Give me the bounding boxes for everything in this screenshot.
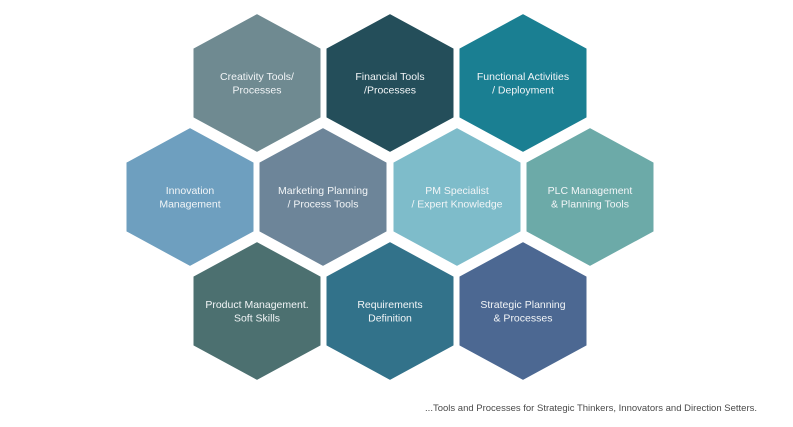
hexagon-product-management: Product Management.Soft Skills (191, 239, 323, 383)
hexagon-label-line: Strategic Planning (480, 299, 565, 311)
hexagon-strategic-planning: Strategic Planning& Processes (457, 239, 589, 383)
hexagon-label-line: & Processes (494, 312, 553, 324)
hexagon-functional-activities: Functional Activities/ Deployment (457, 11, 589, 155)
hexagon-plc-management: PLC Management& Planning Tools (524, 125, 656, 269)
hexagon-label-line: PM Specialist (425, 185, 489, 197)
hexagon-marketing-planning: Marketing Planning/ Process Tools (257, 125, 389, 269)
hexagon-creativity-tools: Creativity Tools/Processes (191, 11, 323, 155)
hexagon-pm-specialist: PM Specialist/ Expert Knowledge (391, 125, 523, 269)
hexagon-label-line: PLC Management (548, 185, 633, 197)
diagram-caption: ...Tools and Processes for Strategic Thi… (425, 403, 757, 414)
hexagon-financial-tools: Financial Tools/Processes (324, 11, 456, 155)
hexagon-label-line: Definition (368, 312, 412, 324)
hexagon-label: Creativity Tools/Processes (220, 71, 294, 97)
hexagon-label: Functional Activities/ Deployment (477, 71, 569, 97)
hexagon-shape (324, 239, 456, 383)
hexagon-label: Strategic Planning& Processes (480, 299, 565, 325)
hexagon-label-line: / Expert Knowledge (411, 198, 502, 210)
hexagon-shape (191, 239, 323, 383)
hexagon-label-line: Innovation (166, 185, 215, 197)
hexagon-label-line: / Process Tools (287, 198, 358, 210)
hexagon-label-line: Soft Skills (234, 312, 280, 324)
hexagon-shape (257, 125, 389, 269)
hexagon-label-line: & Planning Tools (551, 198, 629, 210)
hexagon-shape (324, 11, 456, 155)
hexagon-label-line: Product Management. (205, 299, 308, 311)
hexagon-label: Product Management.Soft Skills (205, 299, 308, 325)
hexagon-label-line: /Processes (364, 84, 416, 96)
hexagon-shape (191, 11, 323, 155)
hexagon-label: PM Specialist/ Expert Knowledge (411, 185, 502, 211)
hexagon-shape (124, 125, 256, 269)
hexagon-label-line: Requirements (357, 299, 422, 311)
hexagon-label: Marketing Planning/ Process Tools (278, 185, 368, 211)
hexagon-shape (457, 11, 589, 155)
hexagon-label: Financial Tools/Processes (355, 71, 424, 97)
hexagon-label: PLC Management& Planning Tools (548, 185, 633, 211)
hexagon-label-line: Functional Activities (477, 71, 569, 83)
hexagon-shape (524, 125, 656, 269)
hexagon-label-line: Creativity Tools/ (220, 71, 294, 83)
hexagon-label-line: Processes (232, 84, 281, 96)
hexagon-label-line: Financial Tools (355, 71, 424, 83)
hexagon-shape (391, 125, 523, 269)
hexagon-label-line: Management (159, 198, 220, 210)
hexagon-shape (457, 239, 589, 383)
hexagon-label-line: / Deployment (492, 84, 554, 96)
hexagon-label-line: Marketing Planning (278, 185, 368, 197)
